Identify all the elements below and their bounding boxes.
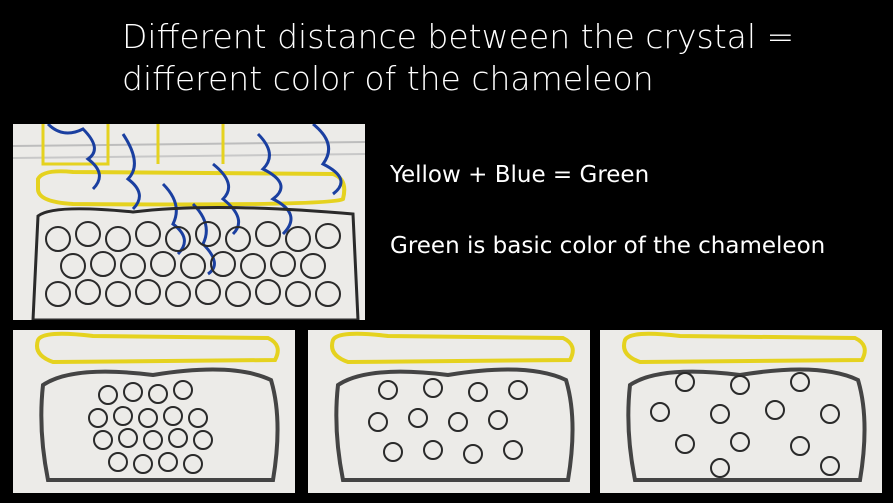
- lattice-sparse-photo: [600, 330, 882, 493]
- lattice-dense: [35, 331, 280, 482]
- lattice-dense-photo: [13, 330, 295, 493]
- lattice-medium: [330, 331, 575, 482]
- color-mix-text: Yellow + Blue = Green: [390, 162, 650, 188]
- basic-color-text: Green is basic color of the chameleon: [390, 233, 826, 259]
- lattice-medium-photo: [308, 330, 590, 493]
- main-drawing: [13, 124, 365, 320]
- title-line-1: Different distance between the crystal =: [122, 17, 795, 56]
- slide-title: Different distance between the crystal =…: [122, 16, 862, 100]
- main-drawing-photo: [13, 124, 365, 320]
- title-line-2: different color of the chameleon: [122, 59, 654, 98]
- lattice-sparse: [622, 331, 867, 482]
